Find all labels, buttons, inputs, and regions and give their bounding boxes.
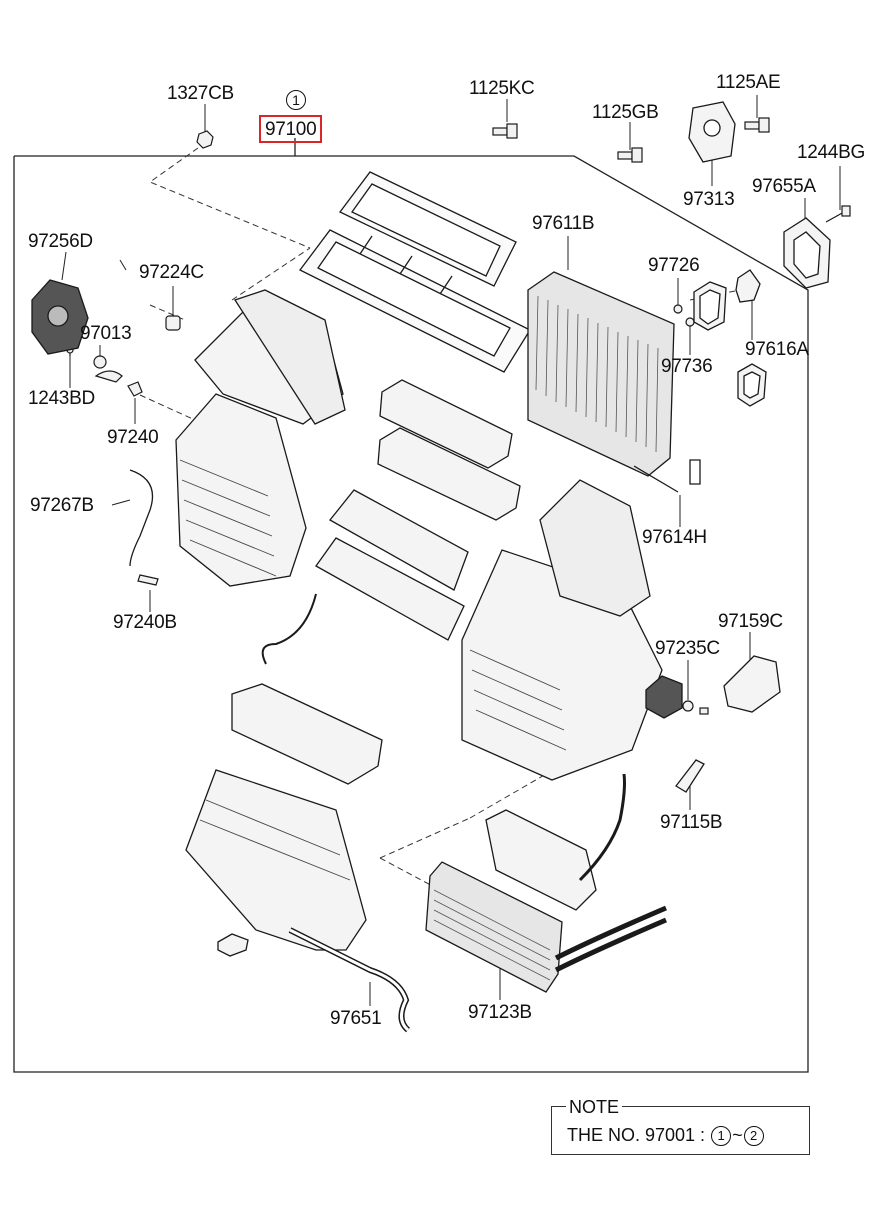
blower-case-left [175, 393, 307, 587]
clip-97224C [165, 315, 181, 331]
callout-97013: 97013 [80, 323, 132, 344]
nut-1327CB [196, 130, 214, 149]
callout-circle-1: 1 [286, 90, 306, 110]
callout-97616A: 97616A [745, 339, 809, 360]
note-box [551, 1106, 810, 1155]
callout-97736: 97736 [661, 356, 713, 377]
note-text: THE NO. 97001 : 1~2 [567, 1125, 765, 1147]
plate-97651 [217, 933, 249, 957]
sensor-97614H [633, 459, 701, 493]
door-b [377, 427, 521, 521]
callout-97267B: 97267B [30, 495, 94, 516]
hardware-parts [66, 117, 851, 715]
clip-97240 [127, 381, 143, 397]
callout-1125GB: 1125GB [592, 102, 659, 123]
door-a [379, 379, 513, 469]
duct-left [233, 289, 346, 425]
callout-97240: 97240 [107, 427, 159, 448]
evaporator-97611B [527, 271, 675, 477]
heater-core-97123B [425, 861, 563, 993]
drain-tray [231, 683, 383, 785]
callout-97235C: 97235C [655, 638, 720, 659]
bolt-1244BG [825, 205, 851, 223]
note-range-start: 1 [711, 1126, 732, 1147]
leader-lines [61, 95, 841, 1006]
door-d [315, 537, 465, 641]
lever-97115B [675, 759, 705, 793]
bracket-97235C [682, 700, 709, 715]
clip-97013 [93, 355, 123, 383]
callout-97313: 97313 [683, 189, 735, 210]
bolt-1125KC [492, 123, 518, 139]
callout-97256D: 97256D [28, 231, 93, 252]
bolt-1125GB [617, 147, 643, 163]
callout-1125AE: 1125AE [716, 72, 781, 93]
callout-97655A: 97655A [752, 176, 816, 197]
lower-case [185, 769, 367, 951]
actuator-97159C [723, 655, 781, 713]
callout-97224C: 97224C [139, 262, 204, 283]
components [31, 101, 831, 1033]
callout-97115B: 97115B [660, 812, 723, 833]
callout-1243BD: 1243BD [28, 388, 95, 409]
callout-1125KC: 1125KC [469, 78, 535, 99]
door-c [329, 489, 469, 591]
pipe-97123B [554, 905, 667, 973]
motor-97235C [645, 675, 683, 719]
sensor-hose [578, 773, 626, 882]
callout-1327CB: 1327CB [167, 83, 234, 104]
bolt-1125AE [744, 117, 770, 133]
callout-1244BG: 1244BG [797, 142, 865, 163]
grommet-97616A [735, 269, 761, 303]
ring-97736 [685, 317, 695, 327]
core-cover [485, 809, 597, 911]
callout-97123B: 97123B [468, 1002, 532, 1023]
callout-97651: 97651 [330, 1008, 382, 1029]
note-range-sep: ~ [732, 1125, 743, 1145]
clip-97240B [137, 574, 159, 586]
callout-97159C: 97159C [718, 611, 783, 632]
note-title: NOTE [566, 1098, 623, 1116]
note-range-end: 2 [743, 1126, 764, 1147]
callout-97614H: 97614H [642, 527, 707, 548]
ring-97726 [673, 304, 683, 314]
callout-97726: 97726 [648, 255, 700, 276]
callout-97240B: 97240B [113, 612, 177, 633]
wire-left [261, 593, 317, 665]
callout-97611B: 97611B [532, 213, 595, 234]
wire-97267B [129, 469, 154, 567]
note-prefix: THE NO. 97001 : [567, 1125, 706, 1145]
callout-97100: 97100 [259, 115, 323, 143]
case-top-right [539, 479, 651, 617]
